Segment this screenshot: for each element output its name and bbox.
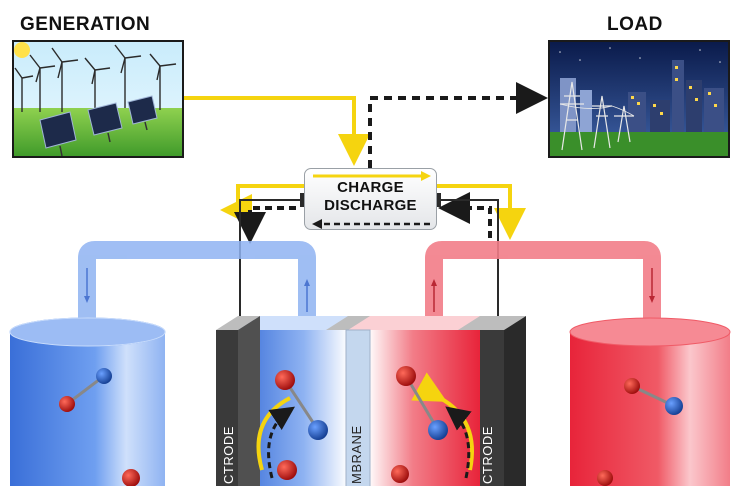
left-electrode-wire	[239, 199, 304, 320]
charge-discharge-controller: CHARGE DISCHARGE	[304, 168, 437, 230]
sun-icon	[14, 42, 30, 58]
right-electrode	[480, 330, 504, 486]
negative-electrolyte-tank	[9, 317, 166, 486]
charge-flow-left	[220, 184, 304, 226]
negative-cycle-arrow-yellow	[256, 396, 291, 471]
wind-turbine-icon	[14, 44, 177, 112]
generation-scene	[13, 41, 183, 157]
discharge-flow-left	[234, 206, 296, 244]
membrane-label: MBRANE	[349, 425, 364, 484]
generation-to-control-wire	[184, 96, 370, 166]
generation-title: GENERATION	[20, 14, 151, 35]
left-electrode-label: CTRODE	[221, 426, 236, 484]
right-electrode-wire	[437, 199, 499, 320]
discharge-label: DISCHARGE	[324, 197, 417, 214]
solar-panel-icon	[39, 95, 158, 157]
left-electrode	[216, 330, 238, 486]
charge-flow-right	[437, 184, 526, 240]
discharge-flow-right	[438, 192, 492, 238]
load-scene	[549, 41, 729, 157]
transmission-tower-icon	[559, 81, 635, 151]
positive-electrolyte-pipe	[425, 241, 661, 332]
negative-cycle-arrow-black	[267, 406, 295, 479]
right-electrode-label: CTRODE	[480, 426, 495, 484]
load-panel	[548, 40, 730, 158]
molecule-icon	[59, 366, 683, 486]
load-title: LOAD	[607, 14, 663, 35]
negative-electrolyte-pipe	[78, 241, 316, 332]
positive-cycle-arrow-black	[445, 406, 472, 479]
generation-panel	[12, 40, 184, 158]
charge-label: CHARGE	[337, 179, 404, 196]
control-to-load-wire	[368, 82, 548, 168]
positive-electrolyte-tank	[569, 317, 731, 486]
controller-arrows	[312, 171, 431, 229]
city-skyline-icon	[560, 60, 724, 136]
